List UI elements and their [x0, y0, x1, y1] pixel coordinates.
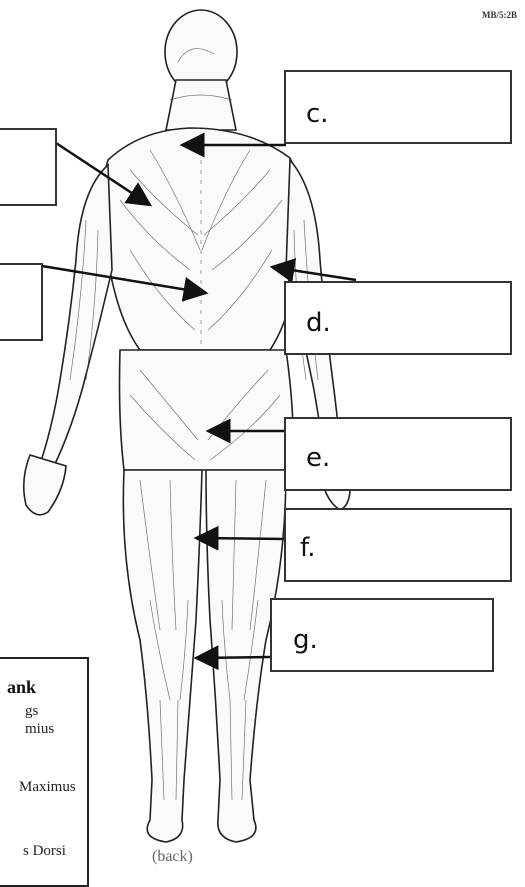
label-f: f. [300, 533, 316, 563]
label-g: g. [293, 625, 318, 655]
label-e: e. [306, 443, 330, 473]
word-bank-item: gs [25, 703, 38, 720]
word-bank-title: ank [7, 677, 36, 698]
answer-box-a[interactable] [0, 128, 57, 206]
label-c: c. [306, 99, 329, 129]
word-bank-item: s Dorsi [23, 843, 66, 860]
word-bank-item: mius [25, 721, 54, 738]
sheet-code: MB/5:2B [482, 10, 517, 20]
word-bank: ank gs mius Maximus s Dorsi [0, 657, 89, 887]
figure-caption: (back) [152, 848, 193, 866]
word-bank-item: Maximus [19, 779, 76, 796]
answer-box-b[interactable] [0, 263, 43, 341]
answer-box-f[interactable] [284, 508, 512, 582]
label-d: d. [306, 308, 331, 338]
